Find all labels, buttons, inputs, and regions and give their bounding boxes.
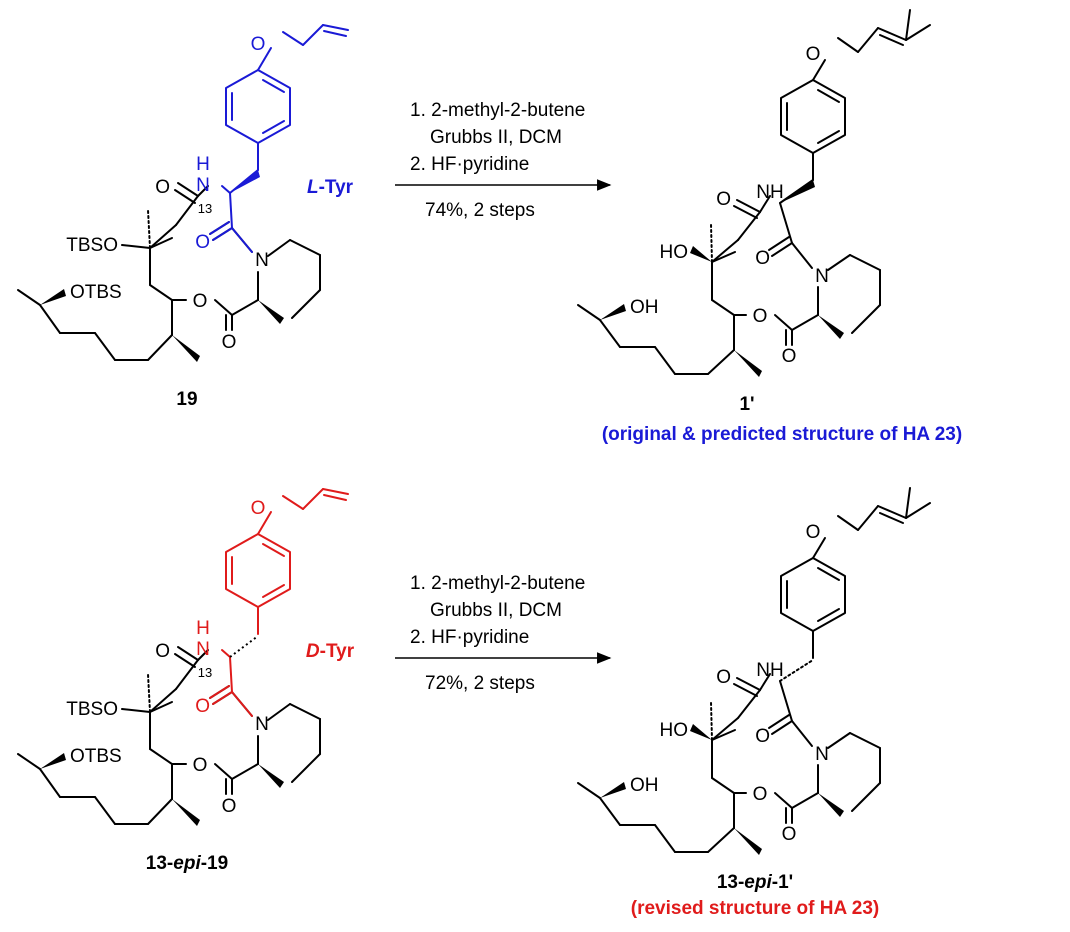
ester-oxygen: O (193, 291, 208, 312)
ester-carbonyl-oxygen: O (782, 824, 797, 845)
ether-oxygen: O (806, 522, 821, 543)
yield-text: 74%, 2 steps (425, 200, 535, 221)
amide-hydrogen: H (196, 618, 210, 639)
otbs-label: OTBS (70, 282, 122, 303)
amide-nitrogen: N (196, 639, 210, 660)
amide-nitrogen: N (196, 175, 210, 196)
tyr-fragment-blue (209, 24, 349, 253)
ether-oxygen: O (251, 498, 266, 519)
amide-carbonyl-oxygen: O (716, 667, 731, 688)
piperidine-nitrogen: N (255, 250, 269, 271)
condition-step-1: 1. 2-methyl-2-butene (410, 100, 585, 121)
stereocenter-label: 13 (198, 665, 212, 680)
compound-label-13-epi-1-prime: 13-epi-1' (717, 872, 793, 893)
ester-oxygen: O (193, 755, 208, 776)
amide-carbonyl-oxygen: O (716, 189, 731, 210)
yield-text: 72%, 2 steps (425, 673, 535, 694)
hydroxyl-oh: OH (630, 775, 659, 796)
residue-label-l-tyr: L-Tyr (307, 177, 354, 198)
amide-nh: NH (756, 182, 783, 203)
piperidine-nitrogen: N (815, 266, 829, 287)
hydroxyl-label: HO (660, 242, 689, 263)
ether-oxygen: O (806, 44, 821, 65)
compound-label-19: 19 (176, 389, 197, 410)
piperidine-nitrogen: N (815, 744, 829, 765)
tbs-ether-label: TBSO (66, 235, 118, 256)
ester-carbonyl-oxygen: O (222, 332, 237, 353)
compound-label-1-prime: 1' (739, 394, 754, 415)
ketone-oxygen: O (755, 248, 770, 269)
amide-carbonyl-oxygen: O (155, 177, 170, 198)
condition-step-1: 1. 2-methyl-2-butene (410, 573, 585, 594)
reaction-2-arrow: 1. 2-methyl-2-butene Grubbs II, DCM 2. H… (395, 573, 612, 694)
compound-label-13-epi-19: 13-epi-19 (146, 853, 228, 874)
caption-original-structure: (original & predicted structure of HA 23… (602, 424, 962, 445)
piperidine-nitrogen: N (255, 714, 269, 735)
compound-13-epi-19: O H N 13 O TBSO OTBS O N O O D-Tyr 13-ep… (17, 488, 355, 874)
compound-1-prime-stereo: O O NH HO O N OH O O 1' (original & pred… (600, 44, 962, 445)
compound-1-prime (577, 9, 931, 375)
compound-19: O H N 13 O TBSO OTBS O N O O L-Tyr 19 (17, 24, 354, 410)
amide-carbonyl-oxygen: O (155, 641, 170, 662)
reaction-1-arrow: 1. 2-methyl-2-butene Grubbs II, DCM 2. H… (395, 100, 612, 221)
compound-13-epi-1-prime: O O NH HO O N OH O O 13-epi-1' (revised … (577, 487, 931, 919)
amide-nh: NH (756, 660, 783, 681)
condition-step-1b: Grubbs II, DCM (430, 127, 562, 148)
residue-label-d-tyr: D-Tyr (306, 641, 355, 662)
otbs-label: OTBS (70, 746, 122, 767)
tyr-fragment-red (209, 488, 349, 717)
ester-carbonyl-oxygen: O (222, 796, 237, 817)
condition-step-1b: Grubbs II, DCM (430, 600, 562, 621)
ether-oxygen: O (251, 34, 266, 55)
ester-oxygen: O (753, 306, 768, 327)
tbs-ether-label: TBSO (66, 699, 118, 720)
hydroxyl-label: HO (660, 720, 689, 741)
ketone-oxygen: O (755, 726, 770, 747)
ester-carbonyl-oxygen: O (782, 346, 797, 367)
stereocenter-label: 13 (198, 201, 212, 216)
ketone-oxygen: O (195, 232, 210, 253)
caption-revised-structure: (revised structure of HA 23) (631, 898, 879, 919)
ester-oxygen: O (753, 784, 768, 805)
condition-step-2: 2. HF·pyridine (410, 627, 529, 648)
condition-step-2: 2. HF·pyridine (410, 154, 529, 175)
ketone-oxygen: O (195, 696, 210, 717)
amide-hydrogen: H (196, 154, 210, 175)
hydroxyl-oh: OH (630, 297, 659, 318)
